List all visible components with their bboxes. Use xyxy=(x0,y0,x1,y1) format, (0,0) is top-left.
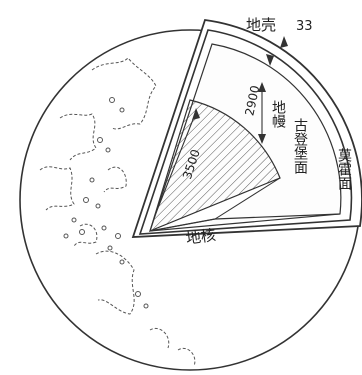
core-section-edge-2 xyxy=(214,213,341,220)
gutenberg-label: 古登堡面 xyxy=(292,118,308,174)
coastline-sketch xyxy=(39,57,196,367)
core-label: 地核 xyxy=(185,226,217,248)
core-radius-arrow xyxy=(192,108,200,120)
crust-label: 地壳 xyxy=(246,16,276,34)
island-dots xyxy=(63,97,149,309)
mantle-depth-arrow-top xyxy=(258,82,266,92)
crust-arrow-bottom xyxy=(266,54,274,66)
mantle-depth-arrow-bottom xyxy=(258,134,266,144)
core-radius-line xyxy=(153,111,197,219)
core-region xyxy=(149,99,281,233)
crust-arrow-top xyxy=(280,36,288,48)
core-section-edge xyxy=(149,218,216,232)
crust-thickness-label: 33 xyxy=(296,19,313,34)
mantle-label: 地幔 xyxy=(270,100,286,128)
moho-label: 莫霍面 xyxy=(336,148,352,190)
mantle-depth-label: 2900 xyxy=(242,84,262,117)
